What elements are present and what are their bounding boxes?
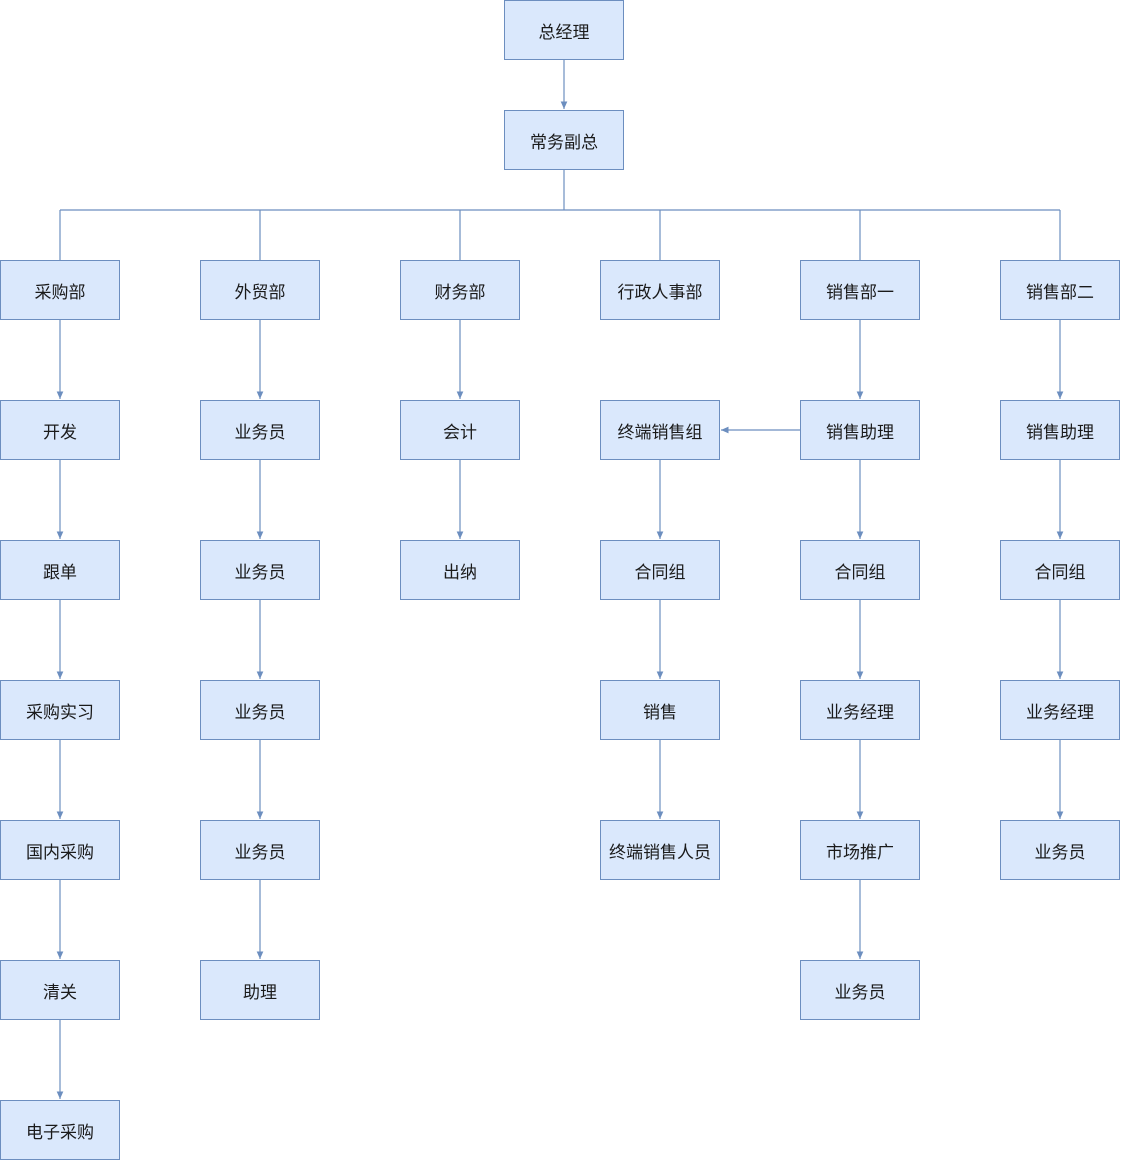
node-finance-cashier[interactable]: 出纳 xyxy=(400,540,520,600)
node-trade-staff-4[interactable]: 业务员 xyxy=(200,820,320,880)
node-sales2-business-manager[interactable]: 业务经理 xyxy=(1000,680,1120,740)
node-sales-dept-2[interactable]: 销售部二 xyxy=(1000,260,1120,320)
node-sales-dept-1[interactable]: 销售部一 xyxy=(800,260,920,320)
node-sales1-marketing[interactable]: 市场推广 xyxy=(800,820,920,880)
node-admin-hr-dept[interactable]: 行政人事部 xyxy=(600,260,720,320)
node-purchase-order-follow[interactable]: 跟单 xyxy=(0,540,120,600)
node-purchase-intern[interactable]: 采购实习 xyxy=(0,680,120,740)
node-finance-accountant[interactable]: 会计 xyxy=(400,400,520,460)
node-purchase-customs[interactable]: 清关 xyxy=(0,960,120,1020)
node-sales1-staff[interactable]: 业务员 xyxy=(800,960,920,1020)
node-sales2-contract-group[interactable]: 合同组 xyxy=(1000,540,1120,600)
node-general-manager[interactable]: 总经理 xyxy=(504,0,624,60)
node-purchase-electronic[interactable]: 电子采购 xyxy=(0,1100,120,1160)
node-trade-staff-2[interactable]: 业务员 xyxy=(200,540,320,600)
node-purchase-domestic[interactable]: 国内采购 xyxy=(0,820,120,880)
node-sales2-assistant[interactable]: 销售助理 xyxy=(1000,400,1120,460)
node-terminal-sales-staff[interactable]: 终端销售人员 xyxy=(600,820,720,880)
node-sales2-staff[interactable]: 业务员 xyxy=(1000,820,1120,880)
node-terminal-sales-group[interactable]: 终端销售组 xyxy=(600,400,720,460)
node-trade-assistant[interactable]: 助理 xyxy=(200,960,320,1020)
node-admin-sales[interactable]: 销售 xyxy=(600,680,720,740)
node-executive-vp[interactable]: 常务副总 xyxy=(504,110,624,170)
node-purchasing-dept[interactable]: 采购部 xyxy=(0,260,120,320)
node-admin-contract-group[interactable]: 合同组 xyxy=(600,540,720,600)
node-finance-dept[interactable]: 财务部 xyxy=(400,260,520,320)
node-sales1-contract-group[interactable]: 合同组 xyxy=(800,540,920,600)
node-trade-staff-3[interactable]: 业务员 xyxy=(200,680,320,740)
node-purchase-development[interactable]: 开发 xyxy=(0,400,120,460)
node-sales1-business-manager[interactable]: 业务经理 xyxy=(800,680,920,740)
node-sales1-assistant[interactable]: 销售助理 xyxy=(800,400,920,460)
node-foreign-trade-dept[interactable]: 外贸部 xyxy=(200,260,320,320)
node-trade-staff-1[interactable]: 业务员 xyxy=(200,400,320,460)
